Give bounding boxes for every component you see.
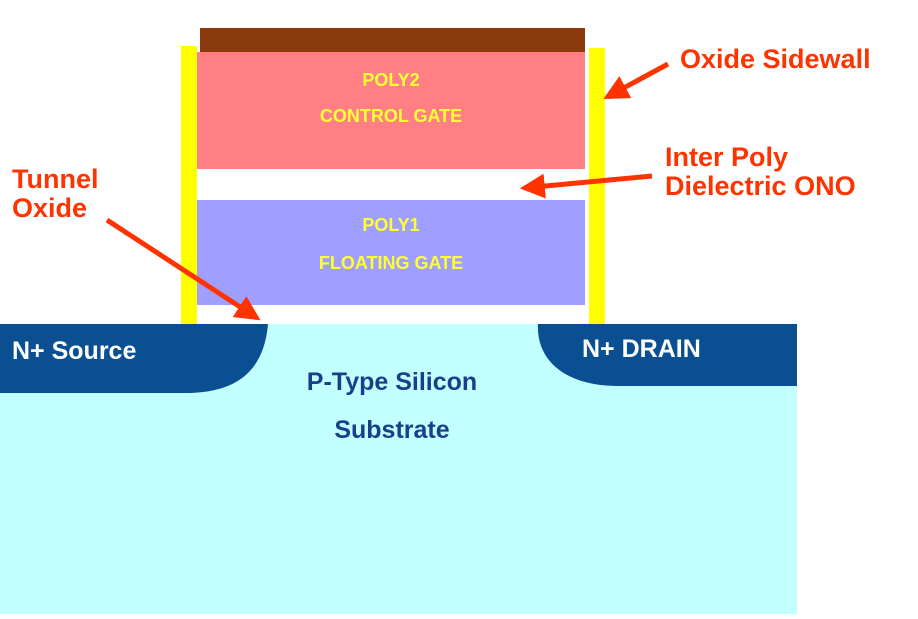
poly1-label: POLY1	[362, 215, 420, 235]
n-plus-source-region	[0, 324, 268, 393]
inter-poly-dielectric	[197, 169, 585, 200]
floating-gate-label: FLOATING GATE	[318, 253, 464, 273]
oxide-sidewall-arrow	[603, 61, 670, 100]
oxide-sidewall-right	[589, 48, 605, 324]
floating-gate	[197, 200, 585, 305]
source-label: N+ Source	[12, 337, 137, 365]
control-gate	[197, 52, 585, 169]
drain-label: N+ DRAIN	[582, 335, 701, 363]
tunnel-oxide-label-line2: Oxide	[12, 193, 88, 223]
oxide-sidewall-left	[181, 46, 197, 324]
inter-poly-arrow	[519, 173, 653, 199]
inter-poly-label-line1: Inter Poly	[665, 142, 789, 172]
n-plus-drain-region	[537, 324, 797, 386]
tunnel-oxide-arrow	[105, 217, 261, 321]
control-gate-label: CONTROL GATE	[319, 106, 463, 126]
substrate-label-line2: Substrate	[334, 416, 450, 444]
tunnel-oxide-label-line1: Tunnel	[12, 164, 99, 194]
substrate-label-line1: P-Type Silicon	[306, 368, 478, 396]
inter-poly-label-line2: Dielectric ONO	[665, 171, 856, 201]
oxide-sidewall-label: Oxide Sidewall	[680, 44, 871, 74]
poly2-label: POLY2	[362, 70, 420, 90]
top-contact	[200, 28, 585, 52]
